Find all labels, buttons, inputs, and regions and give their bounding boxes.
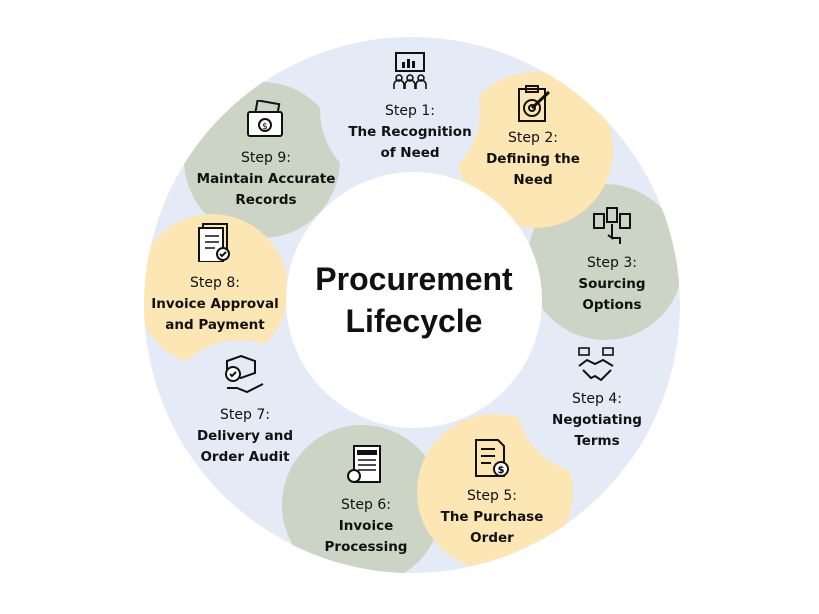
step-name: Negotiating bbox=[552, 412, 642, 428]
segment-step-4 bbox=[516, 322, 668, 474]
records-folder-icon: $ bbox=[246, 99, 286, 144]
step-name: Options bbox=[582, 297, 642, 313]
step-name: The Recognition bbox=[348, 124, 472, 140]
segment-step-1 bbox=[320, 37, 480, 190]
clipboard-target-icon bbox=[513, 84, 553, 128]
step-name: Processing bbox=[324, 539, 408, 555]
step-name: Defining the bbox=[486, 151, 580, 167]
segment-step-8 bbox=[144, 214, 288, 366]
step-name: Invoice Approval bbox=[151, 296, 279, 312]
presentation-audience-icon bbox=[390, 51, 430, 95]
segment-step-2 bbox=[457, 72, 613, 228]
segment-step-6 bbox=[282, 425, 442, 573]
step-name: The Purchase bbox=[440, 509, 544, 525]
step-number: Step 6: bbox=[341, 497, 391, 513]
package-hand-icon bbox=[225, 354, 265, 398]
step-name: and Payment bbox=[165, 317, 265, 333]
step-number: Step 4: bbox=[572, 391, 622, 407]
step-number: Step 5: bbox=[467, 488, 517, 504]
step-name: Maintain Accurate bbox=[196, 171, 336, 187]
step-number: Step 1: bbox=[385, 103, 435, 119]
segment-step-3 bbox=[527, 184, 680, 340]
step-name: Sourcing bbox=[578, 276, 646, 292]
step-1-label: Step 1: The Recognition of Need bbox=[348, 101, 471, 164]
step-number: Step 2: bbox=[508, 130, 558, 146]
step-8-label: Step 8: Invoice Approval and Payment bbox=[151, 273, 278, 336]
step-name: Terms bbox=[574, 433, 620, 449]
step-number: Step 9: bbox=[241, 150, 291, 166]
step-name: Records bbox=[235, 192, 297, 208]
step-name: of Need bbox=[380, 145, 440, 161]
step-number: Step 8: bbox=[190, 275, 240, 291]
invoice-gear-icon bbox=[346, 444, 386, 488]
handshake-icon bbox=[577, 346, 617, 390]
step-name: Order Audit bbox=[200, 449, 290, 465]
step-name: Need bbox=[513, 172, 553, 188]
step-name: Invoice bbox=[338, 518, 394, 534]
center-circle bbox=[286, 172, 542, 428]
step-name: Delivery and bbox=[196, 428, 294, 444]
title-line-1: Procurement bbox=[315, 261, 513, 297]
diagram-title: Procurement Lifecycle bbox=[315, 258, 512, 342]
select-vendor-icon bbox=[592, 206, 632, 250]
step-name: Order bbox=[470, 530, 514, 546]
segment-step-9 bbox=[184, 82, 340, 238]
svg-text:$: $ bbox=[262, 122, 268, 132]
checklist-dollar-icon: $ bbox=[472, 438, 512, 482]
step-number: Step 3: bbox=[587, 255, 637, 271]
title-line-2: Lifecycle bbox=[345, 303, 483, 339]
invoice-approved-icon bbox=[195, 222, 235, 266]
segment-step-7 bbox=[162, 340, 318, 496]
svg-text:$: $ bbox=[498, 465, 505, 476]
step-number: Step 7: bbox=[220, 407, 270, 423]
segment-step-5 bbox=[417, 414, 573, 570]
